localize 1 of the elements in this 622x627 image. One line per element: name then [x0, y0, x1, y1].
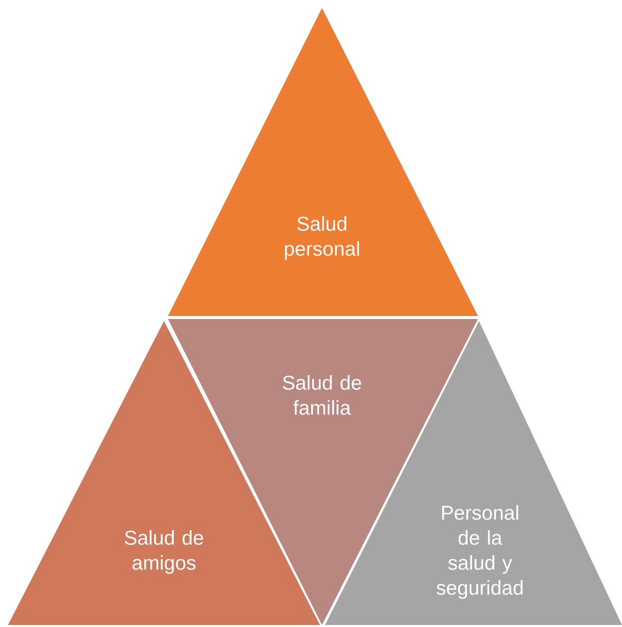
triangle: Salud personal	[168, 8, 478, 316]
